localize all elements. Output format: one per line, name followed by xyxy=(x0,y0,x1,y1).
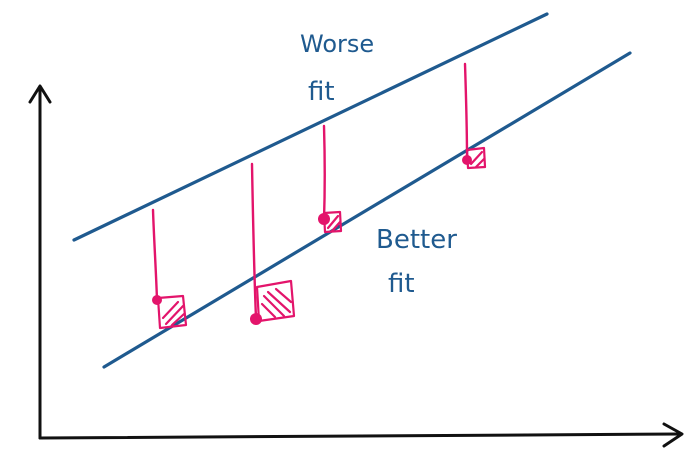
fit-lines xyxy=(72,12,632,369)
residual-line-4 xyxy=(463,62,469,160)
worse-fit-line xyxy=(72,12,549,242)
better-label-line1: Better xyxy=(376,225,457,255)
better-label-line2: fit xyxy=(388,269,415,299)
residual-line-1 xyxy=(151,208,159,302)
worse-label-line2: fit xyxy=(308,77,335,107)
data-points xyxy=(152,155,472,325)
data-point-2 xyxy=(250,313,262,325)
data-point-1 xyxy=(152,295,162,305)
residual-square-2 xyxy=(255,279,296,323)
labels: Worse fit Better fit xyxy=(300,30,457,299)
residual-line-3 xyxy=(322,124,326,222)
y-axis-arrowhead xyxy=(28,84,52,104)
better-fit-line xyxy=(102,51,632,369)
data-point-4 xyxy=(462,155,472,165)
residuals xyxy=(151,62,469,320)
residual-line-2 xyxy=(250,162,258,320)
residual-square-3 xyxy=(322,210,343,234)
data-point-3 xyxy=(318,213,330,225)
x-axis-arrowhead xyxy=(662,422,684,448)
worse-label-line1: Worse xyxy=(300,30,374,58)
axes xyxy=(28,84,684,448)
residual-square-1 xyxy=(156,294,188,330)
x-axis xyxy=(38,432,682,440)
